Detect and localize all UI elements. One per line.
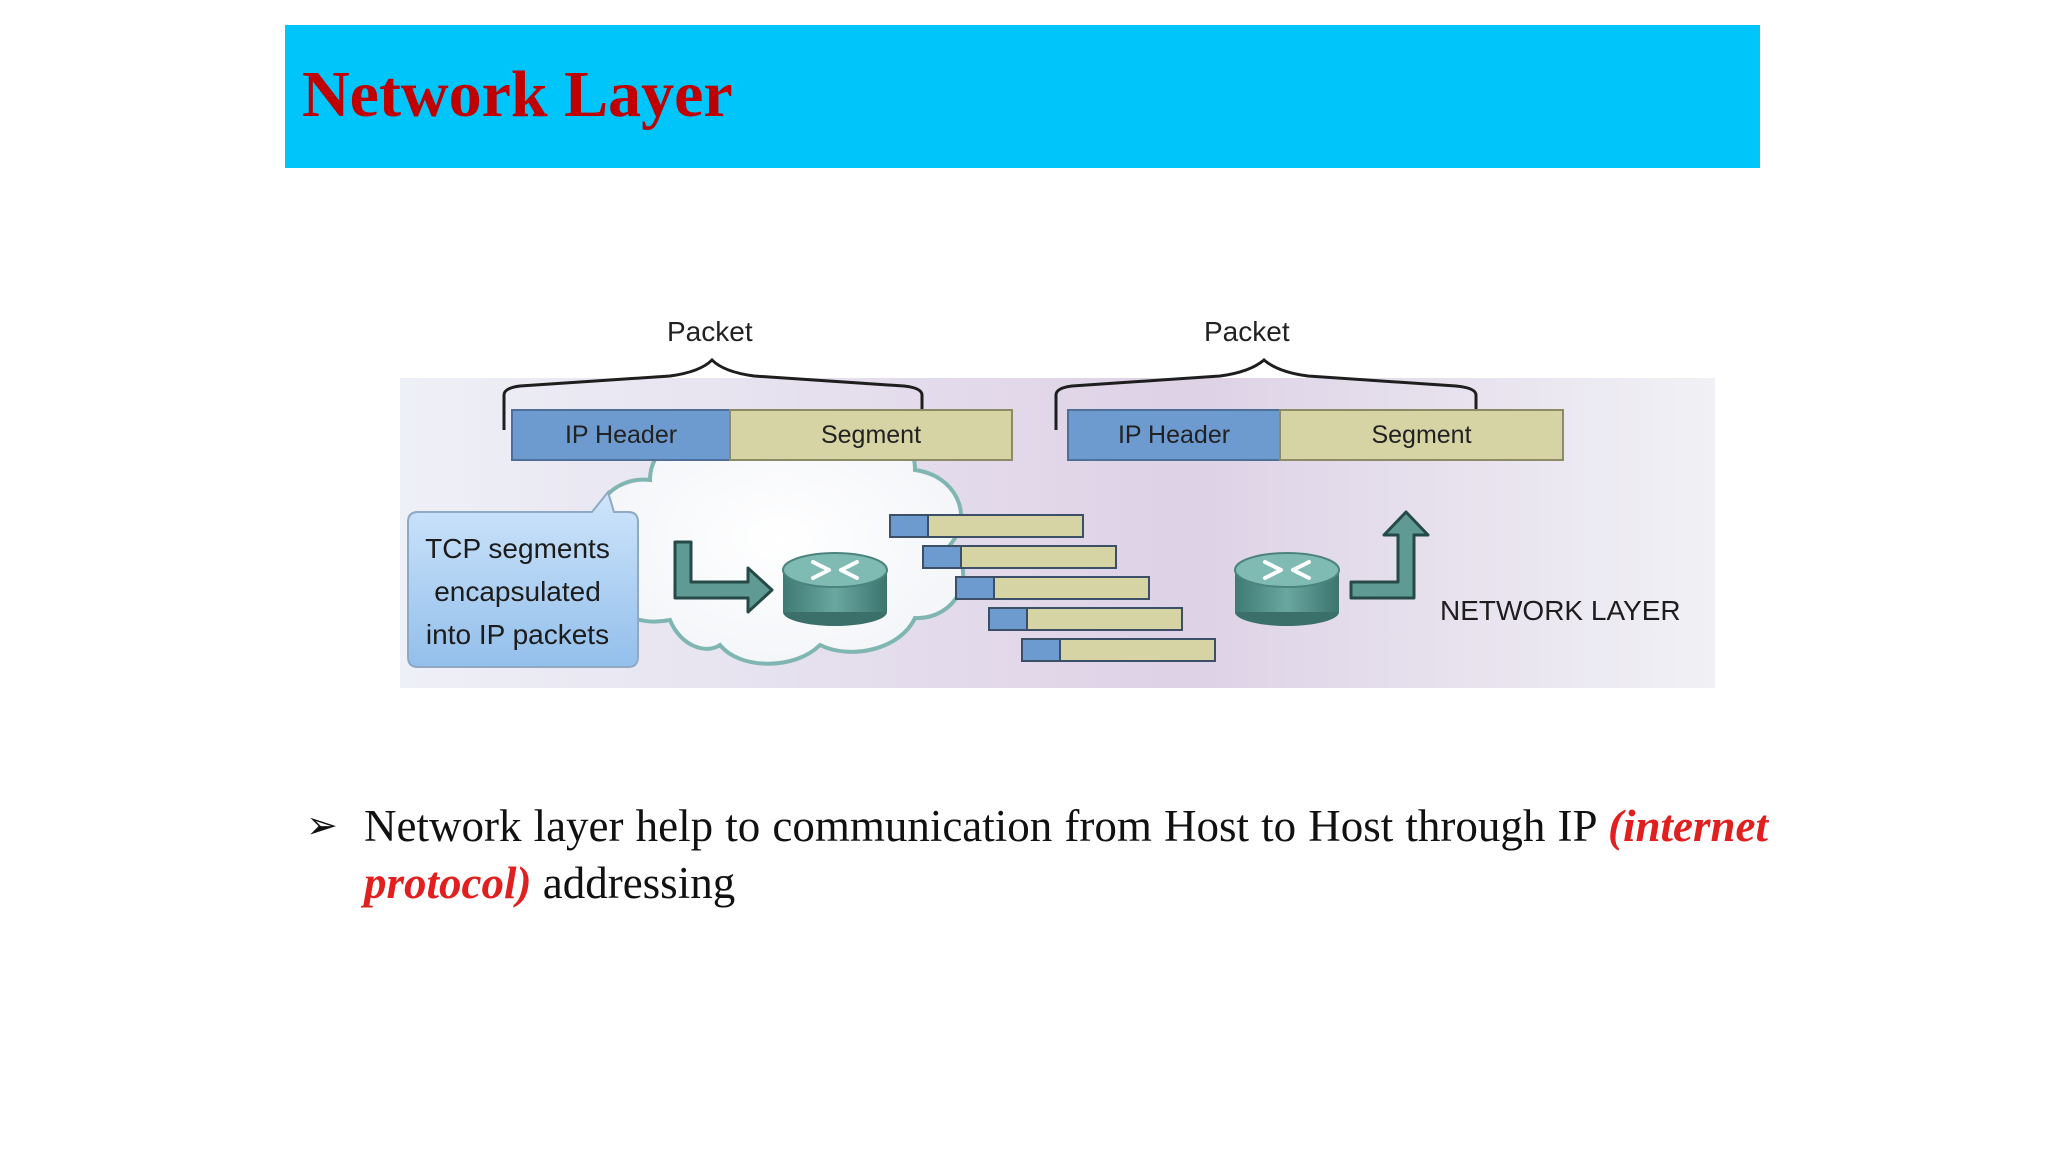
- segment-cell-1: [729, 409, 1013, 461]
- network-layer-diagram: Packet Packet IP Header Segment IP Heade…: [370, 300, 1730, 710]
- slide-title: Network Layer: [302, 58, 733, 131]
- ip-header-label-2: IP Header: [1117, 421, 1231, 449]
- network-layer-label: NETWORK LAYER: [1440, 595, 1681, 626]
- callout-line-1: TCP segments: [425, 533, 610, 564]
- arrow-up-icon: [1349, 510, 1430, 600]
- packet-label-1: Packet: [667, 316, 753, 347]
- arrow-down-right-icon: [673, 540, 774, 614]
- bullet-text-main: Network layer help to communication from…: [364, 801, 1596, 851]
- diagram-graphics: [400, 357, 1715, 688]
- ip-header-cell-2: [1067, 409, 1281, 461]
- ip-header-label-1: IP Header: [564, 421, 678, 449]
- segment-label-2: Segment: [1371, 421, 1472, 449]
- callout-line-2: encapsulated: [434, 576, 601, 607]
- packet-brace-left: [502, 357, 924, 430]
- packet-label-2: Packet: [1204, 316, 1290, 347]
- bullet-point: ➢ Network layer help to communication fr…: [306, 798, 1768, 912]
- segment-cell-2: [1279, 409, 1564, 461]
- title-bar: Network Layer: [285, 25, 1760, 168]
- bullet-emphasis: (internet protocol): [364, 801, 1768, 908]
- callout-text: TCP segments encapsulated into IP packet…: [390, 527, 645, 656]
- packet-brace-right: [1054, 358, 1478, 430]
- callout-line-3: into IP packets: [425, 619, 610, 650]
- bullet-text-end: addressing: [531, 858, 736, 908]
- segment-label-1: Segment: [820, 421, 922, 449]
- packet-stream: [889, 514, 1216, 662]
- bullet-text: Network layer help to communication from…: [364, 798, 1768, 912]
- router-left-icon: [782, 552, 888, 626]
- callout-bubble: [407, 489, 639, 668]
- router-right-icon: [1234, 552, 1340, 626]
- arrow-bullet-icon: ➢: [306, 805, 338, 847]
